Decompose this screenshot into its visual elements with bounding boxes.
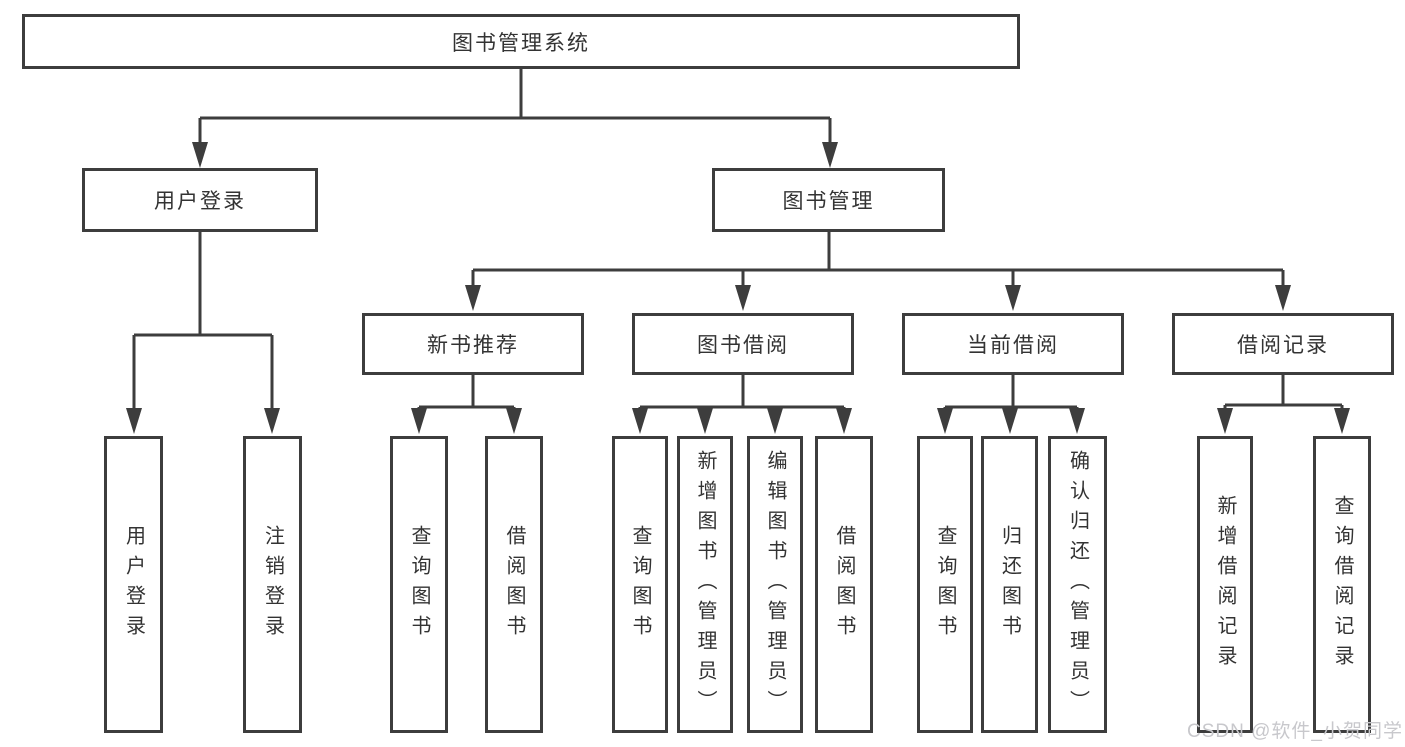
connector-root-to-level2	[198, 69, 832, 152]
leaf-label: 注销登录	[261, 524, 284, 645]
node-label: 图书管理	[782, 190, 875, 213]
node-book-borrow: 图书借阅	[632, 313, 854, 375]
leaf-user-login: 用户登录	[104, 436, 163, 733]
leaf-label: 查询图书	[629, 524, 651, 645]
node-borrow-records: 借阅记录	[1172, 313, 1394, 375]
connector-new-book-recommend-children	[417, 375, 516, 418]
node-label: 图书管理系统	[452, 31, 590, 55]
arrowheads	[126, 142, 1350, 434]
leaf-query-books-borrow: 查询图书	[612, 436, 668, 733]
csdn-watermark: CSDN @软件_小贺同学	[1187, 721, 1403, 742]
leaf-borrow-books: 借阅图书	[815, 436, 873, 733]
node-label: 用户登录	[154, 190, 246, 213]
node-current-borrow: 当前借阅	[902, 313, 1124, 375]
node-root-library-system: 图书管理系统	[22, 14, 1020, 69]
leaf-label: 查询借阅记录	[1331, 494, 1353, 675]
leaf-label: 查询图书	[408, 524, 430, 645]
leaf-label: 归还图书	[998, 524, 1021, 645]
leaf-logout-login: 注销登录	[243, 436, 302, 733]
node-label: 借阅记录	[1237, 334, 1329, 357]
leaf-label: 查询图书	[934, 524, 956, 645]
leaf-query-books-recommend: 查询图书	[390, 436, 448, 733]
leaf-label: 确认归还（管理员）	[1066, 449, 1089, 720]
leaf-borrow-books-recommend: 借阅图书	[485, 436, 543, 733]
node-label: 当前借阅	[967, 334, 1059, 357]
leaf-query-borrow-record: 查询借阅记录	[1313, 436, 1371, 733]
connector-book-borrow-children	[638, 375, 846, 418]
leaf-add-borrow-record: 新增借阅记录	[1197, 436, 1253, 733]
leaf-add-books-admin: 新增图书（管理员）	[677, 436, 733, 733]
leaf-label: 借阅图书	[833, 524, 855, 645]
connector-borrow-records-children	[1223, 375, 1344, 418]
leaf-confirm-return-admin: 确认归还（管理员）	[1048, 436, 1107, 733]
node-new-book-recommend: 新书推荐	[362, 313, 584, 375]
leaf-label: 借阅图书	[503, 524, 525, 645]
leaf-edit-books-admin: 编辑图书（管理员）	[747, 436, 803, 733]
leaf-label: 新增借阅记录	[1214, 494, 1236, 675]
leaf-label: 新增图书（管理员）	[694, 449, 716, 720]
connector-book-management-children	[471, 232, 1285, 295]
node-book-management: 图书管理	[712, 168, 945, 232]
leaf-return-books: 归还图书	[981, 436, 1038, 733]
leaf-label: 编辑图书（管理员）	[764, 449, 786, 720]
node-user-login: 用户登录	[82, 168, 318, 232]
leaf-label: 用户登录	[122, 524, 145, 645]
node-label: 图书借阅	[697, 334, 789, 357]
leaf-query-books-current: 查询图书	[917, 436, 973, 733]
node-label: 新书推荐	[427, 334, 519, 357]
connector-user-login-children	[132, 232, 274, 418]
